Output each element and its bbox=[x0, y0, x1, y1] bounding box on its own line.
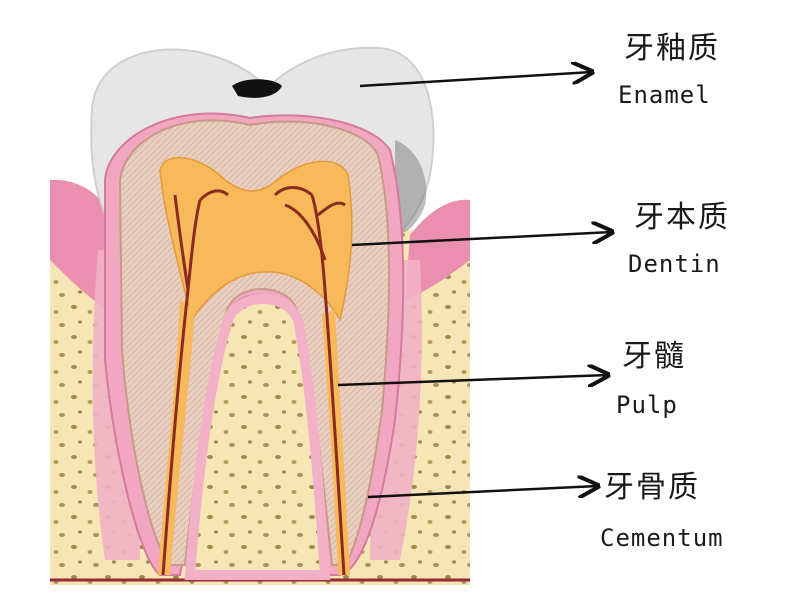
gum-tissue-right bbox=[405, 199, 470, 300]
pulp-label-en: Pulp bbox=[616, 391, 678, 419]
pulp-arrow bbox=[337, 375, 608, 385]
dentin-label-en: Dentin bbox=[628, 250, 721, 278]
cavity bbox=[232, 79, 282, 98]
cementum-label-en: Cementum bbox=[600, 524, 724, 552]
nerve-vessels bbox=[161, 186, 346, 576]
dentin-arrow bbox=[351, 232, 612, 247]
enamel-label-zh: 牙釉质 bbox=[624, 31, 720, 66]
enamel-label-en: Enamel bbox=[618, 81, 711, 109]
cementum-arrow bbox=[367, 486, 598, 499]
pulp-label-zh: 牙髓 bbox=[622, 339, 686, 374]
dentin-label-zh: 牙本质 bbox=[634, 200, 730, 235]
enamel-arrow bbox=[359, 72, 592, 88]
enamel-shadow bbox=[395, 140, 427, 235]
cementum-label-zh: 牙骨质 bbox=[604, 470, 700, 505]
inter-root-bone bbox=[184, 294, 331, 580]
